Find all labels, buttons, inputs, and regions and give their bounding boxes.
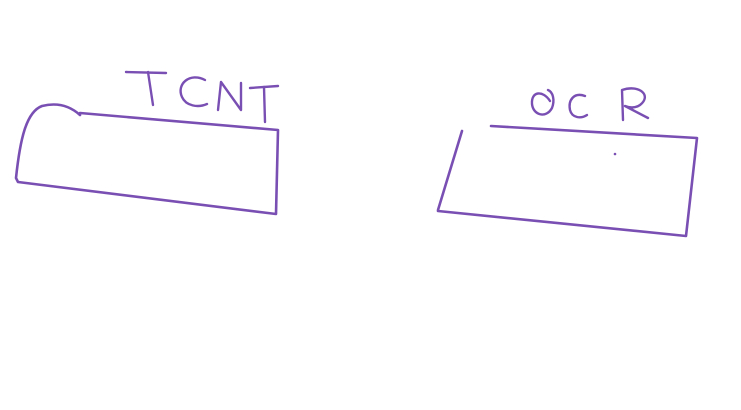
right-box-dot <box>613 152 617 156</box>
right-box-label-glyphs <box>530 87 650 122</box>
left-box-group <box>14 70 280 216</box>
right-box-group <box>436 87 699 238</box>
left-box-label-glyphs <box>124 70 280 124</box>
right-box-outline-left-side <box>436 129 464 212</box>
left-box-outline <box>14 103 280 216</box>
right-box-outline <box>436 124 699 238</box>
